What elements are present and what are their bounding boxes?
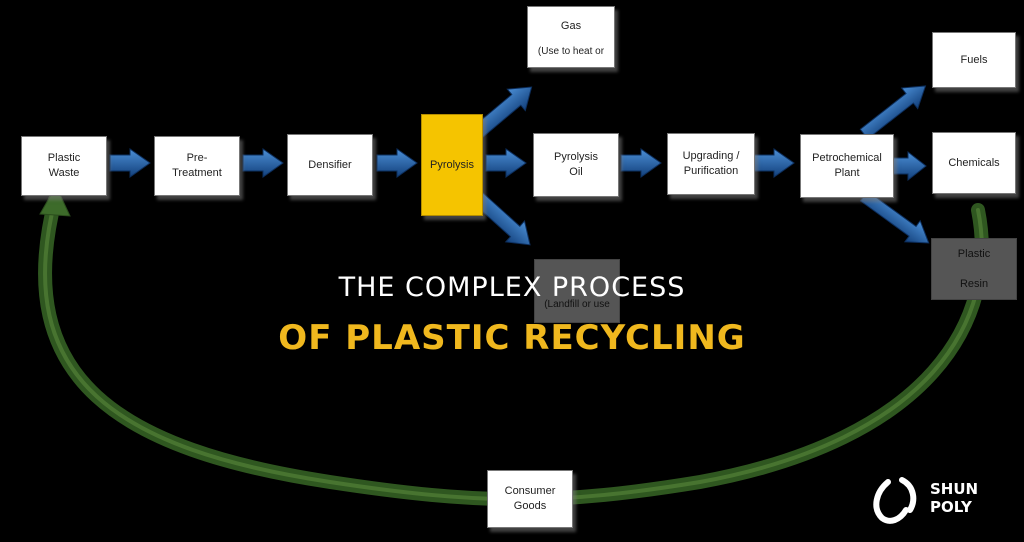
node-upgrading: Upgrading / Purification [667, 133, 755, 195]
arrow-petrochemical-to-chemicals [891, 150, 927, 182]
node-plastic-resin-label: Plastic Resin [957, 247, 991, 290]
arrow-pyrolysis-to-oil [485, 148, 527, 178]
node-fuels: Fuels [932, 32, 1016, 88]
node-upgrading-label: Upgrading / Purification [682, 150, 740, 177]
node-residue-note: (Landfill or use [544, 299, 610, 310]
node-consumer-goods: Consumer Goods [487, 470, 573, 528]
node-densifier: Densifier [287, 134, 373, 196]
node-fuels-label: Fuels [960, 53, 988, 66]
arrow-petrochemical-to-fuels [859, 85, 927, 140]
node-gas: Gas (Use to heat or [527, 6, 615, 68]
arrow-pyrolysis-to-gas [472, 86, 533, 139]
title-line-2: OF PLASTIC RECYCLING [278, 318, 746, 358]
node-plastic-waste-label: Plastic Waste [47, 152, 81, 179]
logo-line-1: SHUN [930, 480, 979, 498]
arrow-waste-to-pretreatment [109, 148, 151, 178]
logo-text: SHUN POLY [930, 480, 978, 516]
node-plastic-waste: Plastic Waste [21, 136, 107, 196]
arrow-upgrading-to-petrochemical [753, 148, 795, 178]
logo-mark-icon [873, 477, 917, 524]
node-pre-treatment: Pre- Treatment [154, 136, 240, 196]
node-petrochemical: Petrochemical Plant [800, 134, 894, 198]
shunpoly-logo: SHUN POLY [866, 476, 986, 524]
node-plastic-resin: Plastic Resin [931, 238, 1017, 300]
logo-line-2: POLY [930, 498, 972, 516]
title-line-1: THE COMPLEX PROCESS [338, 272, 686, 303]
node-pyrolysis-oil: Pyrolysis Oil [533, 133, 619, 197]
node-pyrolysis-oil-label: Pyrolysis Oil [553, 151, 598, 178]
node-pre-treatment-label: Pre- Treatment [172, 152, 222, 179]
arrow-densifier-to-pyrolysis [376, 148, 418, 178]
node-pyrolysis: Pyrolysis [421, 114, 483, 216]
node-gas-label: Gas [560, 20, 582, 32]
overlay-title: THE COMPLEX PROCESS OF PLASTIC RECYCLING [0, 268, 1024, 362]
node-densifier-label: Densifier [308, 158, 352, 171]
loop-arrowhead [39, 184, 71, 217]
arrow-oil-to-upgrading [620, 148, 662, 178]
node-pyrolysis-label: Pyrolysis [429, 158, 474, 171]
node-gas-note: (Use to heat or [537, 46, 605, 57]
node-residue: (Landfill or use [534, 259, 620, 323]
node-chemicals-label: Chemicals [948, 156, 1000, 169]
arrow-pretreatment-to-densifier [242, 148, 284, 178]
arrow-petrochemical-to-resin [859, 190, 930, 244]
node-consumer-goods-label: Consumer Goods [504, 485, 556, 512]
node-chemicals: Chemicals [932, 132, 1016, 194]
node-petrochemical-label: Petrochemical Plant [812, 152, 882, 179]
